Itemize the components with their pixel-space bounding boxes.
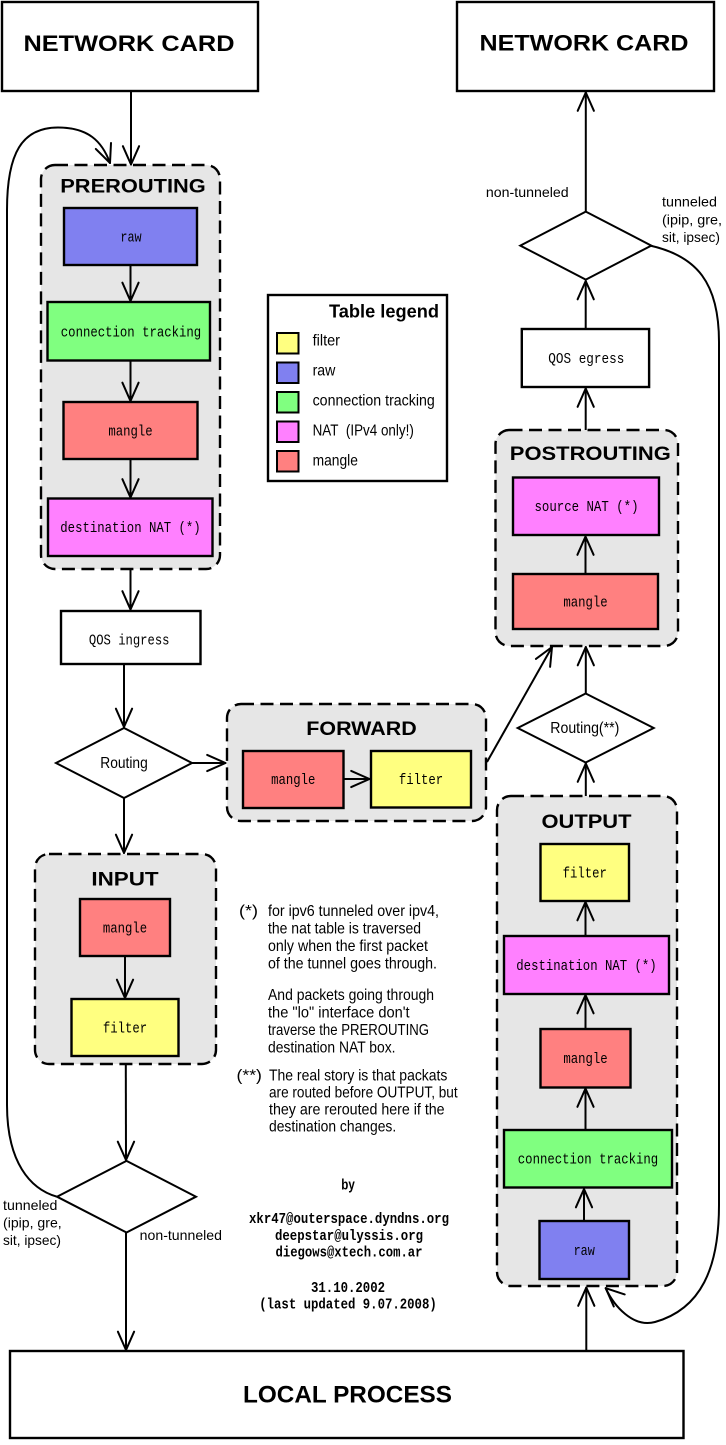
svg-text:Routing(**): Routing(**) — [550, 720, 619, 737]
svg-text:And packets going through: And packets going through — [268, 987, 434, 1004]
svg-text:INPUT: INPUT — [91, 868, 158, 890]
svg-text:QOS egress: QOS egress — [548, 351, 624, 368]
svg-text:the "lo" interface don't: the "lo" interface don't — [268, 1005, 410, 1022]
svg-text:NAT (IPv4 only!): NAT (IPv4 only!) — [313, 422, 414, 439]
svg-text:filter: filter — [313, 333, 341, 350]
svg-text:source NAT (*): source NAT (*) — [535, 499, 639, 516]
svg-text:they are rerouted here if the: they are rerouted here if the — [269, 1102, 445, 1119]
svg-text:OUTPUT: OUTPUT — [542, 811, 632, 833]
svg-text:non-tunneled: non-tunneled — [140, 1227, 222, 1243]
svg-text:destination changes.: destination changes. — [269, 1119, 396, 1136]
svg-text:PREROUTING: PREROUTING — [60, 176, 206, 198]
svg-text:POSTROUTING: POSTROUTING — [510, 443, 671, 465]
svg-text:filter: filter — [103, 1021, 147, 1038]
svg-text:connection tracking: connection tracking — [61, 325, 201, 342]
svg-text:Routing: Routing — [100, 755, 148, 772]
svg-text:deepstar@ulyssis.org: deepstar@ulyssis.org — [275, 1229, 423, 1245]
svg-text:(**): (**) — [237, 1068, 262, 1085]
svg-text:mangle: mangle — [271, 772, 315, 789]
svg-text:31.10.2002: 31.10.2002 — [311, 1281, 385, 1297]
svg-text:of the tunnel goes through.: of the tunnel goes through. — [268, 956, 437, 973]
svg-text:connection tracking: connection tracking — [313, 393, 435, 410]
svg-text:QOS ingress: QOS ingress — [89, 633, 170, 650]
svg-text:sit, ipsec): sit, ipsec) — [662, 229, 720, 245]
svg-text:mangle: mangle — [313, 452, 358, 469]
svg-text:raw: raw — [574, 1243, 595, 1260]
svg-text:The real story is that packats: The real story is that packats — [269, 1068, 447, 1085]
svg-text:diegows@xtech.com.ar: diegows@xtech.com.ar — [276, 1246, 423, 1262]
svg-text:Table legend: Table legend — [329, 301, 439, 322]
svg-text:NETWORK CARD: NETWORK CARD — [480, 31, 689, 56]
svg-text:non-tunneled: non-tunneled — [486, 184, 569, 200]
svg-text:filter: filter — [563, 866, 607, 883]
svg-text:mangle: mangle — [108, 424, 152, 441]
svg-text:only when the first packet: only when the first packet — [268, 938, 428, 955]
svg-text:sit, ipsec): sit, ipsec) — [3, 1232, 61, 1248]
svg-text:LOCAL PROCESS: LOCAL PROCESS — [243, 1382, 452, 1409]
svg-text:traverse the PREROUTING: traverse the PREROUTING — [268, 1022, 429, 1039]
svg-text:(ipip, gre,: (ipip, gre, — [3, 1215, 62, 1231]
svg-text:(*): (*) — [239, 903, 258, 920]
svg-text:raw: raw — [120, 230, 141, 247]
svg-text:mangle: mangle — [103, 921, 147, 938]
svg-text:mangle: mangle — [563, 595, 607, 612]
svg-text:the nat table is traversed: the nat table is traversed — [268, 921, 421, 938]
svg-text:mangle: mangle — [563, 1051, 607, 1068]
svg-text:(ipip, gre,: (ipip, gre, — [662, 212, 722, 228]
svg-text:tunneled: tunneled — [3, 1197, 57, 1213]
svg-text:FORWARD: FORWARD — [306, 718, 416, 740]
svg-text:filter: filter — [399, 772, 443, 789]
svg-text:tunneled: tunneled — [662, 194, 717, 210]
svg-text:raw: raw — [313, 363, 336, 380]
svg-text:xkr47@outerspace.dyndns.org: xkr47@outerspace.dyndns.org — [249, 1212, 449, 1228]
svg-text:NETWORK CARD: NETWORK CARD — [24, 31, 235, 56]
svg-text:destination NAT box.: destination NAT box. — [268, 1040, 396, 1057]
svg-text:for ipv6 tunneled over ipv4,: for ipv6 tunneled over ipv4, — [268, 903, 439, 920]
svg-text:connection tracking: connection tracking — [518, 1152, 658, 1169]
svg-text:(last updated 9.07.2008): (last updated 9.07.2008) — [259, 1298, 437, 1314]
svg-text:destination NAT (*): destination NAT (*) — [516, 958, 656, 975]
svg-text:by: by — [341, 1178, 355, 1194]
svg-text:are routed before OUTPUT, but: are routed before OUTPUT, but — [269, 1085, 458, 1102]
svg-text:destination NAT (*): destination NAT (*) — [60, 520, 200, 537]
